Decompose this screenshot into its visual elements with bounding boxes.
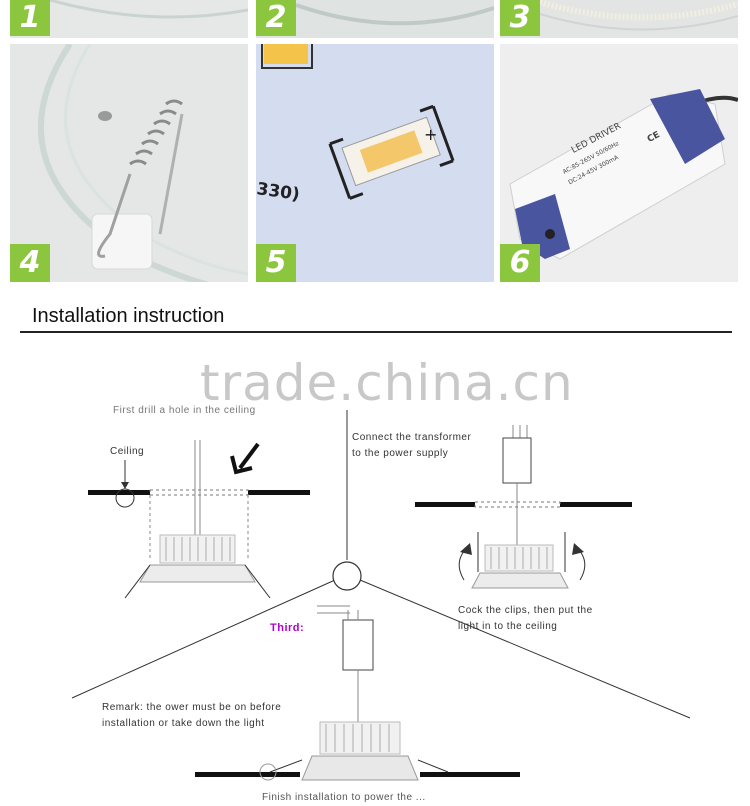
section-title: Installation instruction	[32, 305, 225, 327]
clips-caption-line1: Cock the clips, then put the	[458, 605, 593, 616]
photo-number-5: 5	[256, 244, 296, 282]
connector-left	[71, 579, 336, 699]
photo-4: 4	[10, 44, 248, 282]
remark-line1: Remark: the ower must be on before	[102, 702, 282, 713]
photo-3: 3	[500, 0, 738, 38]
watermark: trade.china.cn	[200, 354, 574, 412]
led-ring	[539, 0, 738, 31]
step-three-figure	[195, 605, 520, 781]
remark-line2: installation or take down the light	[102, 718, 265, 729]
led-chip-illustration: + 330)	[256, 44, 455, 205]
photo-6: LED DRIVER AC:85-265V 50/60Hz DC:24-45V …	[500, 44, 738, 282]
photo-2: 2	[256, 0, 494, 38]
clips-caption-line2: light in to the ceiling	[458, 621, 558, 632]
title-divider	[20, 331, 732, 333]
step-two-figure	[415, 425, 632, 589]
step-three-label: Third:	[270, 622, 305, 634]
step-two-caption-line2: to the power supply	[352, 448, 449, 459]
glass-panel-edge	[49, 0, 248, 19]
photo-number-4: 4	[10, 244, 50, 282]
hub-circle	[332, 561, 362, 591]
glass-rim	[295, 3, 494, 26]
led-driver-illustration: LED DRIVER AC:85-265V 50/60Hz DC:24-45V …	[509, 89, 738, 260]
board-marking: 330)	[256, 179, 301, 205]
installation-diagram	[71, 410, 691, 781]
ceiling-label: Ceiling	[110, 446, 145, 457]
step-two-caption-line1: Connect the transformer	[352, 432, 472, 443]
connector-right	[359, 579, 691, 719]
photo-number-2: 2	[256, 0, 296, 36]
polarity-plus: +	[424, 125, 437, 144]
photo-number-1: 1	[10, 0, 50, 36]
photo-5: + 330) 5	[256, 44, 494, 282]
photo-1: 1	[10, 0, 248, 38]
photo-number-3: 3	[500, 0, 540, 36]
spring-clip-illustration	[37, 44, 248, 282]
step-one-caption: First drill a hole in the ceiling	[113, 405, 256, 416]
photo-number-6: 6	[500, 244, 540, 282]
final-caption: Finish installation to power the ...	[262, 792, 426, 803]
step-one-figure	[88, 440, 310, 599]
